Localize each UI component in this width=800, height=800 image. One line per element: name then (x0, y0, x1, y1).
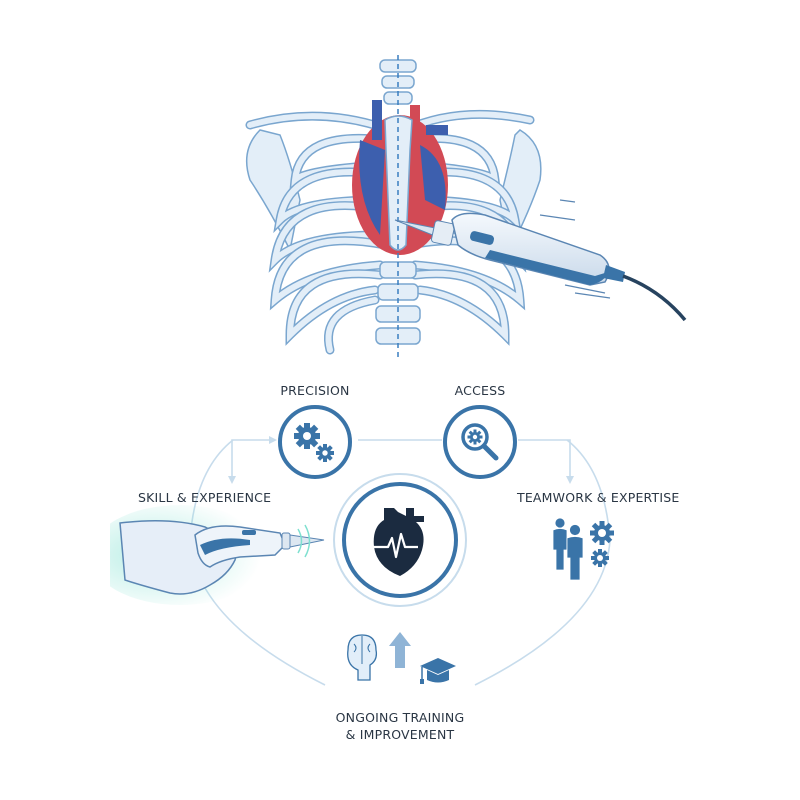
training-icons (340, 630, 460, 700)
access-node (442, 404, 518, 480)
precision-node (277, 404, 353, 480)
ribcage-illustration (230, 50, 710, 370)
hand-holding-probe-icon (110, 505, 325, 605)
up-arrow-icon (389, 632, 411, 668)
graduation-cap-icon (420, 658, 456, 684)
training-label-line2: & IMPROVEMENT (345, 727, 455, 742)
teamwork-label: TEAMWORK & EXPERTISE (517, 490, 680, 505)
training-label-line1: ONGOING TRAINING (335, 710, 465, 725)
teamwork-node (550, 515, 620, 585)
people-gears-icon (552, 517, 614, 581)
skill-node (110, 505, 335, 605)
magnifier-gear-icon (443, 405, 517, 479)
brain-head-icon (347, 634, 378, 681)
precision-label: PRECISION (280, 383, 350, 398)
skill-label: SKILL & EXPERIENCE (138, 490, 272, 505)
heart-with-ecg-icon (333, 473, 467, 607)
access-label: ACCESS (454, 383, 506, 398)
gears-icon (278, 405, 352, 479)
surgical-probe (394, 199, 687, 322)
center-heart-node (332, 472, 468, 608)
